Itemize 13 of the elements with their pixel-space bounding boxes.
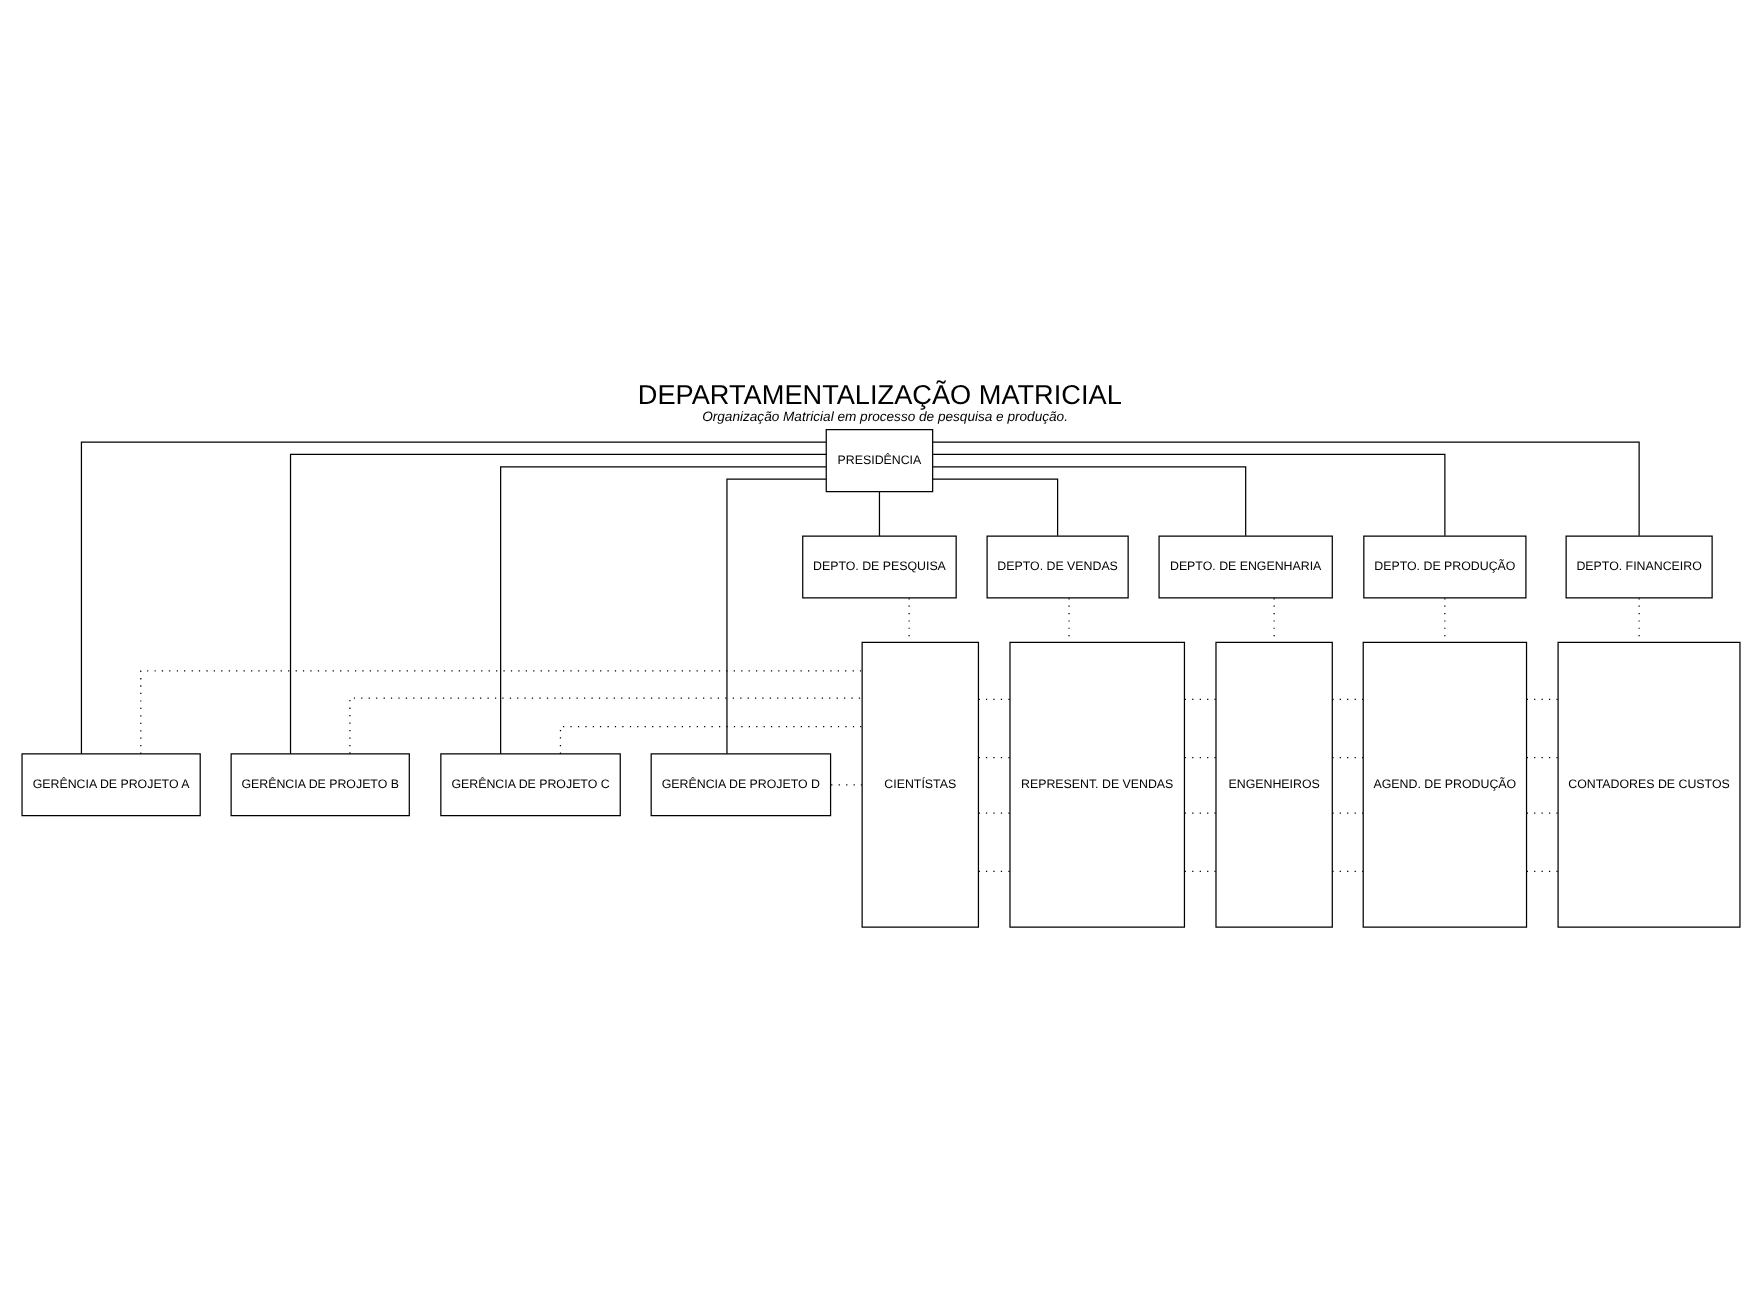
- connector: [932, 466, 1247, 537]
- connector: [500, 466, 827, 755]
- connector: [140, 670, 863, 755]
- connector: [726, 478, 827, 755]
- connector: [878, 491, 881, 537]
- connector: [932, 453, 1446, 537]
- connector: [289, 453, 827, 755]
- diagram-title: DEPARTAMENTALIZAÇÃO MATRICIAL: [637, 380, 1122, 411]
- connector: [559, 726, 863, 755]
- connector: [349, 697, 863, 755]
- connector: [932, 441, 1640, 537]
- connector: [80, 441, 827, 755]
- connector: [932, 478, 1059, 537]
